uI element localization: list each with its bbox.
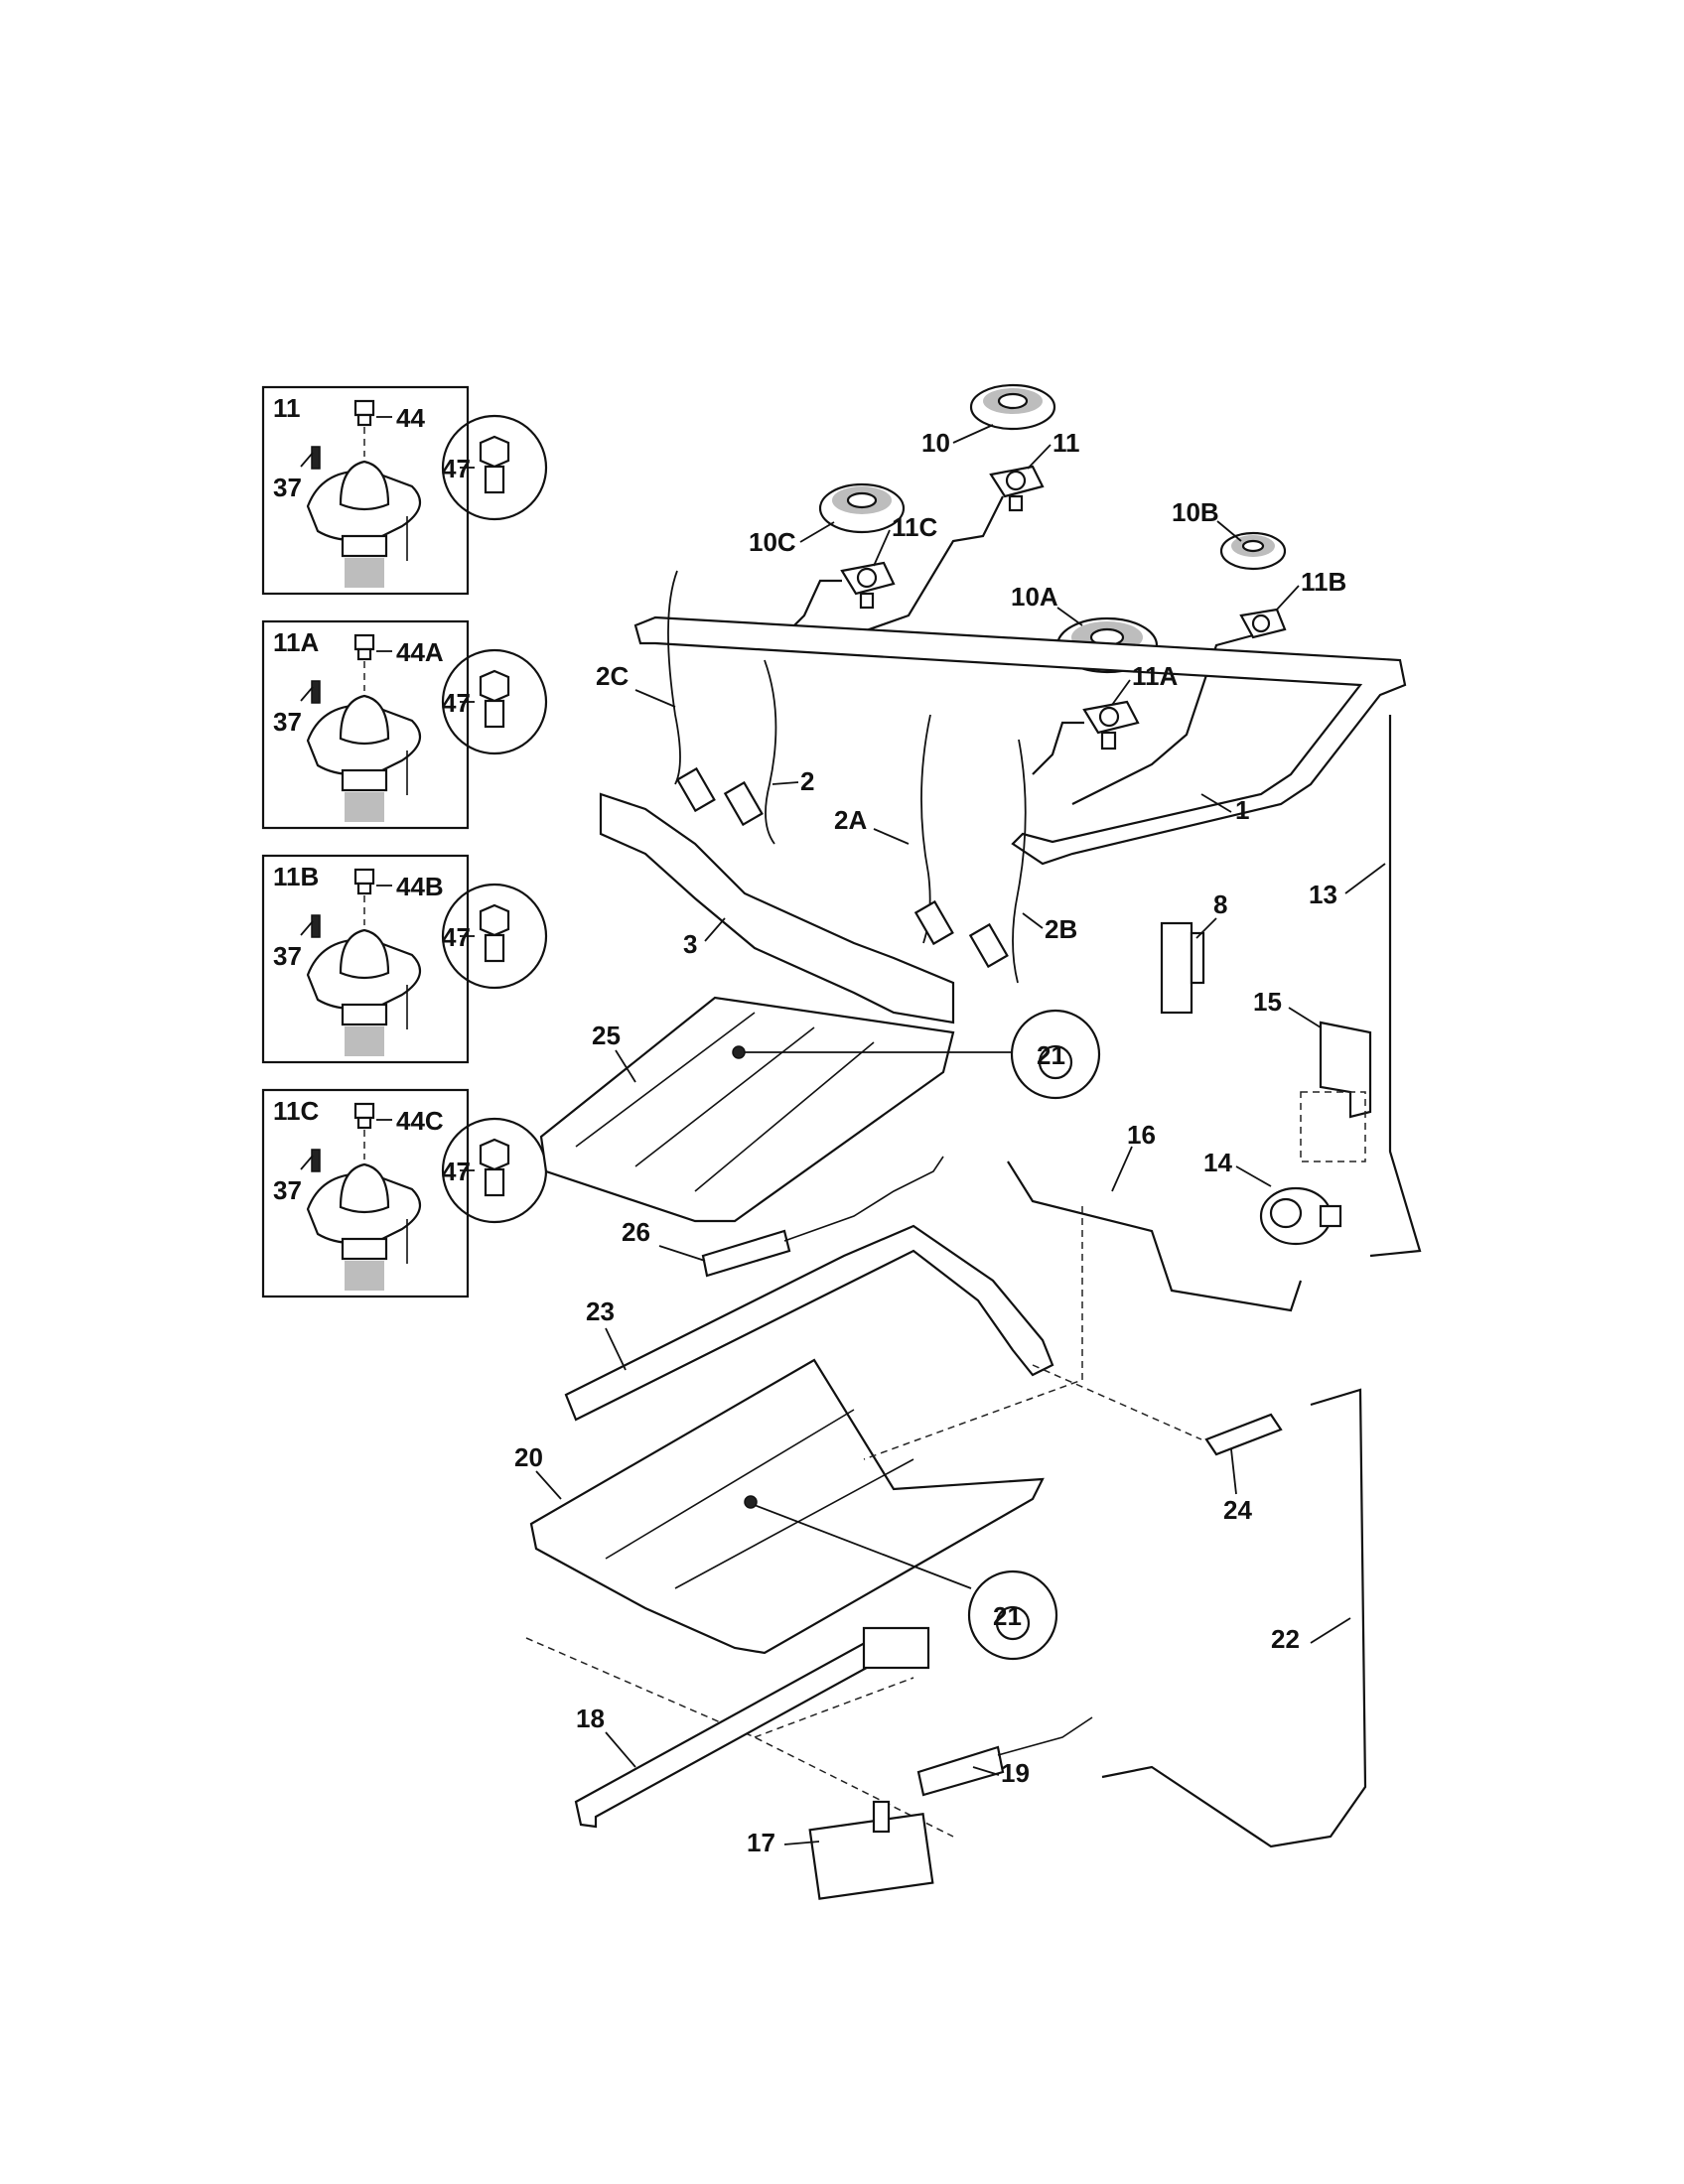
cap-label: 44: [396, 403, 425, 433]
valve-11: [823, 465, 1045, 647]
callout-2A: 2A: [834, 805, 867, 835]
nut-21-detail-bottom: [744, 1495, 1058, 1661]
tube-22: [1101, 1388, 1367, 1848]
callout-13: 13: [1309, 880, 1337, 909]
callout-11A: 11A: [1132, 661, 1178, 691]
callout-11C: 11C: [892, 512, 937, 542]
screw-label: 37: [273, 707, 302, 737]
orifice-label: 47: [442, 688, 471, 718]
callout-1: 1: [1235, 795, 1249, 825]
inset-title: 11: [273, 393, 301, 423]
orifice-label: 47: [442, 1157, 471, 1186]
callout-25: 25: [592, 1021, 621, 1050]
part-8: [1160, 921, 1205, 1015]
manifold-1: [633, 615, 1407, 866]
callout-18: 18: [576, 1704, 605, 1733]
callout-17: 17: [747, 1828, 775, 1857]
valve-17: [808, 1800, 934, 1900]
tube-13: [1369, 715, 1422, 1258]
shield-25: [539, 996, 955, 1223]
valves-2-group: [667, 570, 1027, 984]
callout-2: 2: [800, 766, 814, 796]
callout-2C: 2C: [596, 661, 629, 691]
callout-24: 24: [1223, 1495, 1252, 1525]
fitting-24: [1204, 1413, 1283, 1456]
callout-15: 15: [1253, 987, 1282, 1017]
screw-label: 37: [273, 1175, 302, 1205]
cap-label: 44B: [396, 872, 444, 901]
callout-11B: 11B: [1301, 567, 1346, 597]
callout-23: 23: [586, 1297, 615, 1326]
bracket-3: [599, 792, 955, 1024]
inset-title: 11A: [273, 627, 319, 657]
valve-11C: [783, 561, 896, 636]
valve-11A: [1032, 700, 1140, 775]
callout-22: 22: [1271, 1624, 1300, 1654]
shield-20: [529, 1358, 1045, 1655]
inset-valve-11C: 11C 44C 37 47: [261, 1088, 548, 1298]
nut-21-detail-top: [732, 1009, 1101, 1100]
callout-14: 14: [1203, 1148, 1232, 1177]
callout-8: 8: [1213, 889, 1227, 919]
callout-10: 10: [921, 428, 950, 458]
igniter-26: [701, 1156, 944, 1278]
orifice-label: 47: [442, 922, 471, 952]
callout-3: 3: [683, 929, 697, 959]
tube-16: [1007, 1160, 1303, 1312]
callout-10C: 10C: [749, 527, 796, 557]
inset-valve-11: 11 44 37 47: [261, 385, 548, 596]
burner-10C: [818, 482, 906, 534]
callout-2B: 2B: [1045, 914, 1077, 944]
bracket-15: [1300, 1021, 1372, 1162]
callout-16: 16: [1127, 1120, 1156, 1150]
burner-10B: [1219, 531, 1287, 571]
callout-21-top: 21: [1037, 1040, 1065, 1070]
callout-20: 20: [514, 1442, 543, 1472]
burner-tube-23: [564, 1224, 1054, 1422]
callout-19: 19: [1001, 1758, 1030, 1788]
callout-11: 11: [1052, 428, 1080, 458]
regulator-14: [1259, 1186, 1342, 1246]
callout-26: 26: [622, 1217, 650, 1247]
inset-title: 11C: [273, 1096, 319, 1126]
valve-11B: [1071, 608, 1287, 805]
inset-valve-11B: 11B 44B 37 47: [261, 854, 548, 1064]
igniter-19: [916, 1716, 1093, 1797]
screw-label: 37: [273, 941, 302, 971]
cap-label: 44A: [396, 637, 444, 667]
inset-title: 11B: [273, 862, 319, 891]
callout-10A: 10A: [1011, 582, 1058, 612]
callout-10B: 10B: [1172, 497, 1219, 527]
orifice-label: 47: [442, 454, 471, 483]
burner-10: [969, 383, 1056, 431]
inset-valve-11A: 11A 44A 37 47: [261, 619, 548, 830]
burner-18: [574, 1626, 930, 1829]
callout-21-bottom: 21: [993, 1601, 1022, 1631]
screw-label: 37: [273, 473, 302, 502]
cap-label: 44C: [396, 1106, 444, 1136]
